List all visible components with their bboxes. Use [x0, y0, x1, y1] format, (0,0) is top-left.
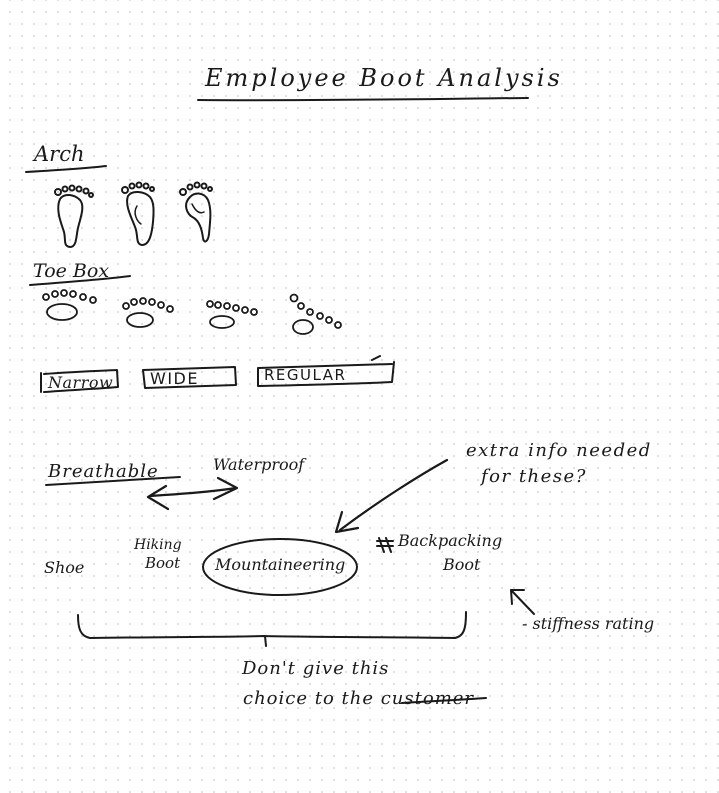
waterproof-label: Waterproof — [213, 455, 305, 474]
stiffness-note: - stiffness rating — [522, 614, 655, 633]
customer-note-line-1: Don't give this — [242, 658, 390, 679]
toe-box-sketch-2-icon — [123, 298, 173, 327]
customer-underline — [402, 698, 486, 703]
hiking-boot-label: Boot — [145, 554, 181, 572]
mountaineering-circle — [203, 539, 357, 595]
backpacking-boot-label: Boot — [443, 555, 481, 574]
extra-info-line-1: extra info needed — [466, 440, 652, 461]
medium-arch-footprint-icon — [122, 183, 154, 246]
title-underline — [198, 98, 528, 100]
note-arrow-icon — [336, 460, 447, 532]
scribble-icon — [377, 538, 393, 552]
flat-arch-footprint-icon — [55, 186, 93, 248]
breathable-label: Breathable — [48, 461, 159, 482]
backpacking-label: Backpacking — [398, 531, 503, 550]
page-title: Employee Boot Analysis — [205, 64, 563, 92]
toe-box-sketch-4-icon — [291, 295, 342, 335]
arch-underline — [26, 166, 106, 172]
shoe-label: Shoe — [44, 558, 85, 577]
size-wide: WIDE — [150, 369, 199, 388]
hiking-label: Hiking — [134, 537, 182, 553]
double-arrow-icon — [148, 478, 237, 509]
toe-box-label: Toe Box — [33, 260, 110, 282]
toe-box-sketch-3-icon — [207, 301, 257, 328]
toe-box-sketch-1-icon — [43, 290, 96, 320]
customer-note-line-2: choice to the customer — [243, 688, 475, 709]
size-narrow: Narrow — [48, 373, 114, 392]
wide-box — [143, 367, 236, 388]
mountaineering-label: Mountaineering — [215, 555, 346, 574]
arch-label: Arch — [34, 142, 85, 166]
toe-box-underline — [30, 276, 130, 285]
breathable-underline — [46, 477, 180, 485]
regular-box — [258, 356, 394, 386]
narrow-box — [41, 370, 118, 392]
high-arch-footprint-icon — [180, 183, 212, 242]
stiffness-arrow-icon — [511, 590, 534, 614]
spectrum-bracket — [78, 612, 466, 646]
size-regular: REGULAR — [264, 366, 347, 384]
extra-info-line-2: for these? — [481, 466, 587, 487]
